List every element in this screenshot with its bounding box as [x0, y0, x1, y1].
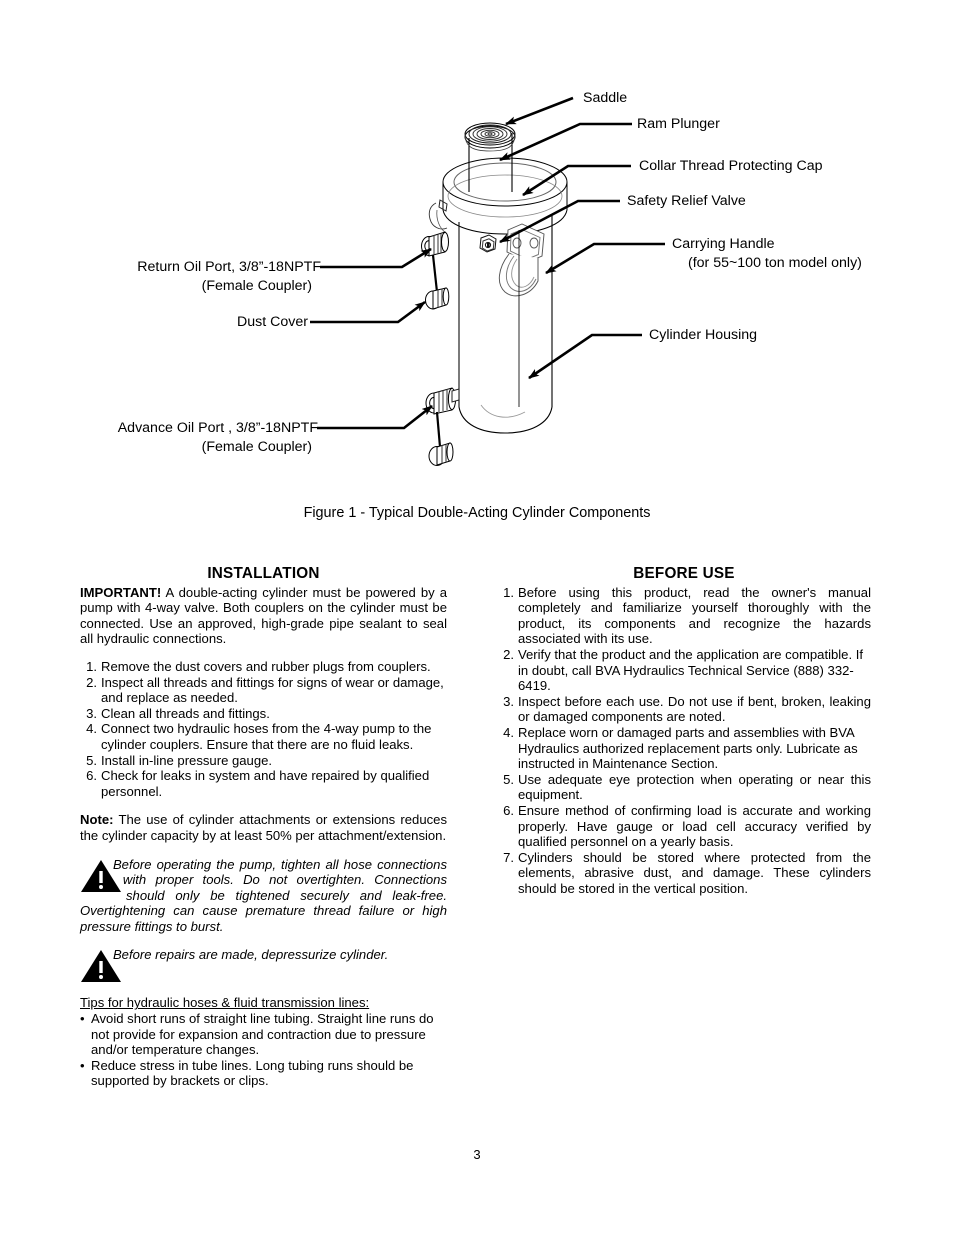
list-text: Clean all threads and fittings.	[101, 705, 270, 721]
list-item: • Reduce stress in tube lines. Long tubi…	[80, 1058, 447, 1089]
list-marker: 7.	[503, 849, 514, 865]
leader-safety-relief-valve	[499, 199, 620, 244]
leader-advance-oil-port	[317, 404, 433, 430]
installation-important-paragraph: IMPORTANT! A double-acting cylinder must…	[80, 585, 447, 647]
list-item: 6. Check for leaks in system and have re…	[80, 768, 447, 799]
installation-heading: INSTALLATION	[207, 565, 320, 582]
leader-saddle	[505, 96, 574, 126]
list-item: 5. Use adequate eye protection when oper…	[497, 772, 871, 803]
important-lead: IMPORTANT!	[80, 584, 162, 600]
figure-diagram: Saddle Ram Plunger Collar Thread Protect…	[0, 0, 954, 540]
installation-column: INSTALLATION IMPORTANT! A double-acting …	[80, 566, 447, 1089]
list-text: Use adequate eye protection when operati…	[518, 771, 871, 803]
before-use-steps-list: 1. Before using this product, read the o…	[497, 585, 871, 897]
list-text: Ensure method of confirming load is accu…	[518, 802, 871, 850]
list-item: 1. Remove the dust covers and rubber plu…	[80, 659, 447, 675]
callout-ram-plunger: Ram Plunger	[637, 116, 720, 132]
list-marker: 4.	[503, 724, 514, 740]
list-item: 3. Clean all threads and fittings.	[80, 706, 447, 722]
leader-cylinder-housing	[528, 333, 642, 380]
list-text: Install in-line pressure gauge.	[101, 752, 273, 768]
return-coupler-shape	[421, 199, 450, 310]
saddle-shape	[464, 122, 516, 152]
list-text: Cylinders should be stored where protect…	[518, 849, 871, 896]
advance-coupler-shape	[425, 387, 460, 466]
list-marker: 1.	[86, 658, 97, 674]
warning-text: Before operating the pump, tighten all h…	[80, 856, 447, 934]
callout-cylinder-housing: Cylinder Housing	[649, 327, 758, 343]
list-text: Avoid short runs of straight line tubing…	[91, 1011, 434, 1058]
list-marker: 5.	[503, 771, 514, 787]
list-text: Verify that the product and the applicat…	[518, 646, 864, 694]
list-item: 2. Inspect all threads and fittings for …	[80, 675, 447, 706]
list-text: Before using this product, read the owne…	[518, 584, 871, 647]
bullet-marker: •	[80, 1011, 85, 1027]
leader-collar-cap	[522, 164, 631, 197]
installation-steps-list: 1. Remove the dust covers and rubber plu…	[80, 659, 447, 799]
list-marker: 1.	[503, 584, 514, 600]
list-item: 1. Before using this product, read the o…	[497, 585, 871, 647]
list-text: Replace worn or damaged parts and assemb…	[518, 724, 858, 772]
list-marker: 2.	[86, 674, 97, 690]
callout-carrying-handle: Carrying Handle	[672, 236, 775, 252]
list-text: Inspect all threads and fittings for sig…	[101, 674, 444, 706]
page-number: 3	[473, 1147, 481, 1162]
list-marker: 6.	[503, 802, 514, 818]
leader-carrying-handle	[545, 242, 665, 275]
collar-shape	[442, 157, 568, 235]
list-marker: 5.	[86, 752, 97, 768]
warning-triangle-icon	[81, 950, 121, 983]
list-item: 3. Inspect before each use. Do not use i…	[497, 694, 871, 725]
callout-advance-oil-port-coupler: (Female Coupler)	[201, 439, 312, 455]
callout-return-oil-port: Return Oil Port, 3/8”-18NPTF	[137, 259, 321, 275]
tips-heading: Tips for hydraulic hoses & fluid transmi…	[80, 995, 370, 1011]
leader-dust-cover	[310, 300, 426, 324]
list-item: 4. Connect two hydraulic hoses from the …	[80, 721, 447, 752]
callout-collar-thread-protecting-cap: Collar Thread Protecting Cap	[639, 158, 823, 174]
list-marker: 4.	[86, 721, 97, 737]
list-marker: 6.	[86, 768, 97, 784]
list-marker: 3.	[503, 693, 514, 709]
callout-dust-cover: Dust Cover	[237, 314, 308, 330]
list-text: Check for leaks in system and have repai…	[101, 768, 430, 799]
cylinder-technical-drawing	[310, 96, 665, 466]
list-text: Reduce stress in tube lines. Long tubing…	[91, 1057, 414, 1089]
tips-list: • Avoid short runs of straight line tubi…	[80, 1011, 447, 1089]
callout-advance-oil-port: Advance Oil Port , 3/8”-18NPTF	[117, 420, 318, 436]
list-text: Connect two hydraulic hoses from the 4-w…	[101, 721, 432, 752]
before-use-column: BEFORE USE 1. Before using this product,…	[497, 566, 871, 896]
note-lead: Note:	[80, 812, 114, 828]
warning-triangle-icon	[81, 859, 121, 892]
leader-return-oil-port	[320, 247, 432, 269]
carrying-handle-shape	[498, 223, 545, 297]
list-item: 4. Replace worn or damaged parts and ass…	[497, 725, 871, 772]
safety-relief-valve-shape	[479, 234, 497, 253]
leader-ram-plunger	[499, 122, 632, 162]
list-text: Remove the dust covers and rubber plugs …	[101, 658, 431, 674]
before-use-heading: BEFORE USE	[633, 565, 735, 582]
list-text: Inspect before each use. Do not use if b…	[518, 693, 871, 725]
list-item: 5. Install in-line pressure gauge.	[80, 753, 447, 769]
callout-safety-relief-valve: Safety Relief Valve	[627, 193, 746, 209]
callout-carrying-handle-note: (for 55~100 ton model only)	[688, 255, 862, 271]
warning-text: Before repairs are made, depressurize cy…	[112, 947, 389, 963]
list-item: 6. Ensure method of confirming load is a…	[497, 803, 871, 850]
warning-block-tighten-hoses: Before operating the pump, tighten all h…	[80, 857, 447, 935]
list-item: 7. Cylinders should be stored where prot…	[497, 850, 871, 897]
list-item: • Avoid short runs of straight line tubi…	[80, 1011, 447, 1058]
warning-block-depressurize: Before repairs are made, depressurize cy…	[80, 947, 447, 983]
note-body: The use of cylinder attachments or exten…	[80, 812, 447, 843]
installation-note-paragraph: Note: The use of cylinder attachments or…	[80, 812, 447, 843]
callout-return-oil-port-coupler: (Female Coupler)	[201, 278, 312, 294]
important-body: A double-acting cylinder must be powered…	[80, 584, 447, 647]
list-marker: 2.	[503, 646, 514, 662]
callout-saddle: Saddle	[583, 90, 628, 106]
list-marker: 3.	[86, 705, 97, 721]
list-item: 2. Verify that the product and the appli…	[497, 647, 871, 694]
bullet-marker: •	[80, 1057, 85, 1073]
figure-caption: Figure 1 - Typical Double-Acting Cylinde…	[303, 505, 651, 521]
